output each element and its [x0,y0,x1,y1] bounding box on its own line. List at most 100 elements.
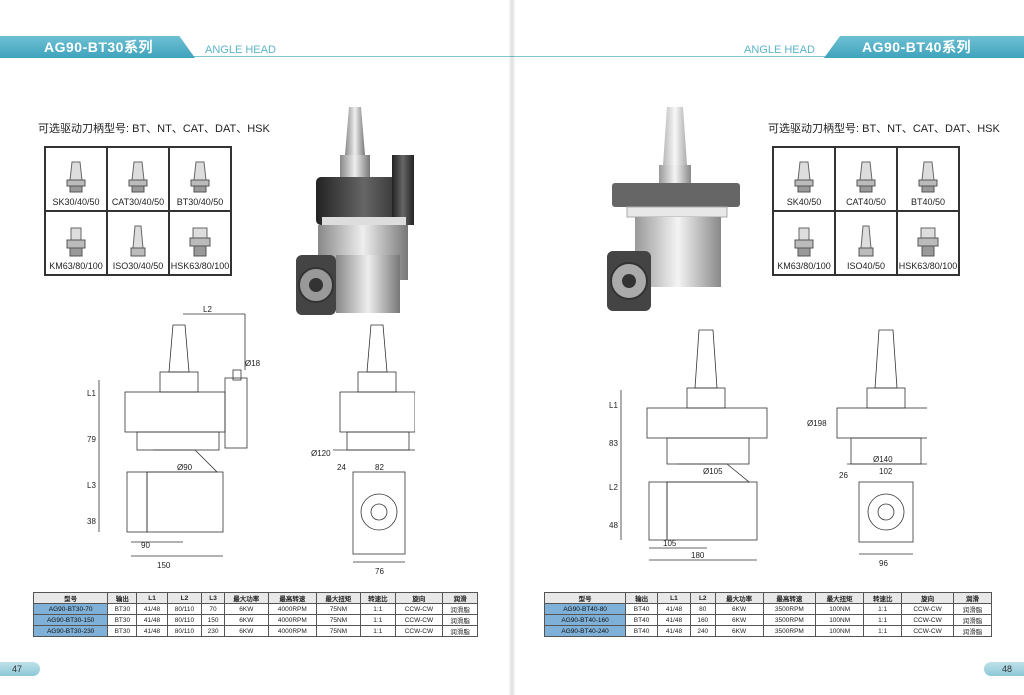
dim-d140: Ø140 [873,455,893,464]
table-cell: 230 [201,625,225,637]
hsk-holder-icon [189,227,211,257]
table-cell: 240 [689,625,716,637]
table-cell: 6KW [714,603,764,615]
table-row: AG90-BT30-230 BT30 41/48 80/110 230 6KW … [32,625,478,637]
table-cell: 6KW [223,625,269,637]
table-cell: 41/48 [656,614,691,626]
table-cell: 41/48 [136,614,168,626]
dim-l2: L2 [609,483,618,492]
table-cell: 75NM [315,603,361,615]
shank-cell: SK40/50 [773,147,835,211]
technical-drawing: L1 83 L2 48 Ø105 105 180 Ø198 Ø140 26 10… [609,329,927,568]
dim-d120: Ø120 [311,449,331,458]
shank-cell: BT30/40/50 [169,147,231,211]
table-cell: CCW-CW [901,614,954,626]
shank-cell: KM63/80/100 [45,211,107,275]
table-cell: 4000RPM [267,603,317,615]
table-row: AG90-BT40-160 BT40 41/48 160 6KW 3500RPM… [543,614,993,626]
table-cell: 41/48 [136,603,168,615]
table-cell: 100NM [815,625,865,637]
dim-180: 180 [691,551,705,560]
model-cell: AG90-BT40-160 [543,614,627,626]
shank-cell: CAT40/50 [835,147,897,211]
shank-label: KM63/80/100 [49,261,103,271]
table-cell: 1:1 [359,625,396,637]
table-cell: 6KW [223,614,269,626]
table-cell: CCW-CW [394,614,444,626]
tool-holder-icon [190,161,210,193]
table-cell: BT30 [107,603,138,615]
dim-79: 79 [87,435,96,444]
shank-cell: ISO30/40/50 [107,211,169,275]
table-cell: 70 [201,603,225,615]
dim-d18: Ø18 [245,359,261,368]
dim-d105: Ø105 [703,467,723,476]
technical-drawing: L2 Ø18 L1 79 Ø90 L3 38 90 150 Ø120 24 82… [87,305,415,576]
table-cell: BT30 [107,614,138,626]
table-cell: 150 [201,614,225,626]
series-title: AG90-BT30系列 [0,36,195,58]
shank-options-title: 可选驱动刀柄型号: BT、NT、CAT、DAT、HSK [768,123,1000,135]
table-header: 输出 [107,592,138,604]
hsk-holder-icon [917,227,939,257]
table-header: L1 [656,592,691,604]
tool-holder-icon [128,161,148,193]
tool-holder-icon [794,161,814,193]
dim-150: 150 [157,561,171,570]
shank-options-title: 可选驱动刀柄型号: BT、NT、CAT、DAT、HSK [38,123,270,135]
table-cell: 41/48 [656,625,691,637]
table-header: 最大功率 [714,592,764,604]
table-header: 转速比 [863,592,903,604]
table-cell: 100NM [815,614,865,626]
table-cell: 80/110 [166,603,203,615]
shank-label: HSK63/80/100 [170,261,230,271]
table-header: 润滑 [442,592,478,604]
shank-cell: HSK63/80/100 [169,211,231,275]
dim-d198: Ø198 [807,419,827,428]
table-header: 最高转速 [267,592,317,604]
header-rule [512,56,1024,57]
table-cell: 润滑脂 [442,614,478,626]
table-header-row: 型号 输出 L1 L2 最大功率 最高转速 最大扭矩 转速比 旋向 润滑 [543,592,993,604]
shank-label: CAT40/50 [846,197,886,207]
dim-96: 96 [879,559,888,568]
km-holder-icon [66,227,86,257]
shank-cell: SK30/40/50 [45,147,107,211]
table-cell: CCW-CW [901,603,954,615]
right-page: ANGLE HEAD AG90-BT40系列 可选驱动刀柄型号: BT、NT、C… [512,0,1024,695]
table-row: AG90-BT30-150 BT30 41/48 80/110 150 6KW … [32,614,478,626]
table-header: 输出 [625,592,658,604]
shank-cell: ISO40/50 [835,211,897,275]
table-cell: BT40 [625,614,658,626]
table-cell: CCW-CW [394,625,444,637]
table-header: 最大扭矩 [315,592,361,604]
table-cell: 3500RPM [762,625,817,637]
table-header: 最高转速 [762,592,817,604]
dim-83: 83 [609,439,618,448]
dim-102: 102 [879,467,893,476]
table-header: 旋向 [394,592,444,604]
shank-label: BT40/50 [910,197,946,207]
dim-l3: L3 [87,481,96,490]
table-cell: 4000RPM [267,625,317,637]
table-cell: 1:1 [863,614,903,626]
table-cell: 润滑脂 [952,614,993,626]
tool-holder-icon [66,161,86,193]
table-cell: 1:1 [863,625,903,637]
dim-76: 76 [375,567,384,576]
shank-label: ISO40/50 [846,261,886,271]
table-cell: BT40 [625,603,658,615]
shank-grid: SK30/40/50 CAT30/40/50 BT30/40/50 KM63/8… [44,146,232,276]
table-header: L2 [689,592,716,604]
dim-105: 105 [663,539,677,548]
table-cell: 3500RPM [762,614,817,626]
table-cell: BT40 [625,625,658,637]
table-header: L3 [201,592,225,604]
dim-26: 26 [839,471,848,480]
shank-cell: HSK63/80/100 [897,211,959,275]
table-cell: 润滑脂 [952,603,993,615]
table-row: AG90-BT30-70 BT30 41/48 80/110 70 6KW 40… [32,603,478,615]
table-cell: 41/48 [136,625,168,637]
table-header-row: 型号 输出 L1 L2 L3 最大功率 最高转速 最大扭矩 转速比 旋向 润滑 [32,592,478,604]
table-cell: 3500RPM [762,603,817,615]
